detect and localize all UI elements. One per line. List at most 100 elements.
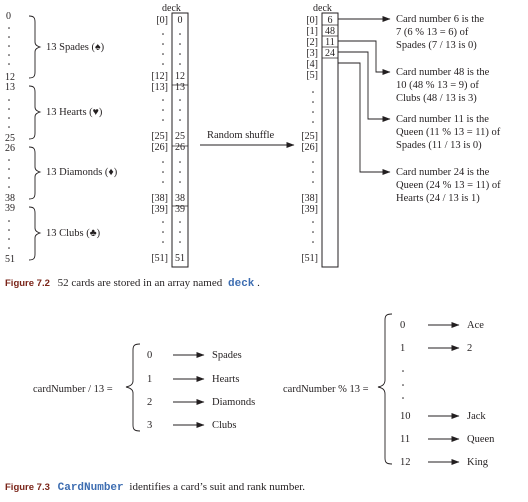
left-index-39: 39 (5, 203, 15, 214)
note-card-6-line-1: Card number 6 is the (396, 14, 484, 25)
figure-7-3-caption-label: Figure 7.3 (5, 482, 50, 493)
left-index-38: 38 (5, 193, 15, 204)
suit-expression: cardNumber / 13 = (33, 384, 113, 395)
suit-name-0: Spades (212, 350, 242, 361)
shuffled-index-5: [5] (306, 70, 318, 81)
rank-mapping: 0 Ace 1 2 10 Jack 11 Queen 12 King (400, 320, 495, 468)
rank-name-12: King (467, 457, 489, 468)
rank-number-10: 10 (400, 411, 411, 422)
figure-7-2-caption: Figure 7.2 52 cards are stored in an arr… (5, 277, 260, 290)
brace-spades (28, 15, 42, 79)
deck-array-box (171, 12, 189, 268)
note-card-24-line-1: Card number 24 is the (396, 167, 490, 178)
group-diamonds: 13 Diamonds (♦) (46, 167, 118, 178)
suit-brace (125, 343, 141, 432)
shuffled-index-25: [25] (301, 131, 318, 142)
left-index-51: 51 (5, 254, 15, 265)
rank-brace (377, 313, 393, 465)
suit-number-1: 1 (147, 374, 152, 385)
figure-7-2-caption-code: deck (228, 278, 255, 290)
suit-number-3: 3 (147, 420, 152, 431)
shuffled-index-38: [38] (301, 193, 318, 204)
deck-value-0: 0 (178, 15, 183, 26)
deck-value-13: 13 (175, 82, 185, 93)
rank-ellipsis-dots (402, 370, 404, 399)
note-card-6-line-3: Spades (7 / 13 is 0) (396, 40, 477, 51)
note-card-11-line-2: Queen (11 % 13 = 11) of (396, 127, 501, 138)
deck-index-12: [12] (151, 71, 168, 82)
shuffled-value-2: 11 (325, 37, 335, 48)
shuffled-deck-label: deck (313, 3, 332, 14)
deck-ellipsis-dots (162, 33, 181, 243)
group-spades: 13 Spades (♠) (46, 42, 105, 53)
shuffled-index-4: [4] (306, 59, 318, 70)
explanation-notes: Card number 6 is the 7 (6 % 13 = 6) of S… (396, 14, 501, 204)
deck-value-39: 39 (175, 204, 185, 215)
deck-value-26: 26 (175, 142, 185, 153)
note-card-6-line-2: 7 (6 % 13 = 6) of (396, 27, 469, 38)
left-index-13: 13 (5, 82, 15, 93)
deck-value-51: 51 (175, 253, 185, 264)
rank-name-1: 2 (467, 343, 472, 354)
shuffled-index-51: [51] (301, 253, 318, 264)
brace-clubs (28, 206, 42, 261)
rank-expression: cardNumber % 13 = (283, 384, 369, 395)
suit-braces (28, 15, 42, 261)
deck-value-12: 12 (175, 71, 185, 82)
left-index-column: 0 12 13 25 26 38 39 51 (5, 11, 15, 265)
shuffled-index-39: [39] (301, 204, 318, 215)
figure-7-3-caption-text: identifies a card’s suit and rank number… (129, 481, 305, 493)
suit-name-3: Clubs (212, 420, 237, 431)
deck-value-25: 25 (175, 131, 185, 142)
rank-name-11: Queen (467, 434, 495, 445)
shuffled-ellipsis-dots (312, 91, 314, 243)
shuffled-array-box (321, 12, 339, 268)
shuffled-deck-array: deck [0] [1] [2] [3] [4] [5] [25] [26] [… (301, 3, 339, 268)
figure-7-3-caption: Figure 7.3 CardNumber identifies a card’… (5, 481, 305, 494)
figure-7-2-caption-text: 52 cards are stored in an array named (58, 277, 223, 289)
shuffled-value-0: 6 (328, 15, 333, 26)
shuffled-index-2: [2] (306, 37, 318, 48)
note-card-24-line-2: Queen (24 % 13 = 11) of (396, 180, 501, 191)
deck-array: deck [0] 0 [12] 12 [13] 13 [25] 25 [26] … (151, 3, 189, 268)
figure-7-2: 0 12 13 25 26 38 39 51 13 Spades (♠) 13 … (5, 3, 501, 290)
rank-name-10: Jack (467, 411, 486, 422)
shuffled-index-0: [0] (306, 15, 318, 26)
shuffled-value-1: 48 (325, 26, 335, 37)
note-card-11-line-1: Card number 11 is the (396, 114, 489, 125)
deck-index-38: [38] (151, 193, 168, 204)
rank-number-1: 1 (400, 343, 405, 354)
note-card-24-line-3: Hearts (24 / 13 is 1) (396, 193, 480, 204)
rank-number-11: 11 (400, 434, 410, 445)
note-card-48-line-3: Clubs (48 / 13 is 3) (396, 93, 477, 104)
explanation-arrows (338, 16, 391, 175)
deck-index-0: [0] (156, 15, 168, 26)
left-index-12: 12 (5, 72, 15, 83)
note-card-11-line-3: Spades (11 / 13 is 0) (396, 140, 482, 151)
shuffled-index-1: [1] (306, 26, 318, 37)
suit-name-1: Hearts (212, 374, 239, 385)
note-card-48-line-1: Card number 48 is the (396, 67, 490, 78)
deck-value-38: 38 (175, 193, 185, 204)
suit-name-2: Diamonds (212, 397, 255, 408)
deck-index-51: [51] (151, 253, 168, 264)
shuffle-label: Random shuffle (207, 130, 275, 141)
deck-index-26: [26] (151, 142, 168, 153)
left-index-25: 25 (5, 133, 15, 144)
suit-mapping: 0 Spades 1 Hearts 2 Diamonds 3 Clubs (147, 350, 255, 431)
rank-name-0: Ace (467, 320, 484, 331)
figure-7-2-caption-label: Figure 7.2 (5, 278, 50, 289)
shuffled-value-3: 24 (325, 48, 335, 59)
figure-7-2-caption-end: . (257, 277, 260, 289)
suit-labels: 13 Spades (♠) 13 Hearts (♥) 13 Diamonds … (46, 42, 118, 239)
brace-diamonds (28, 146, 42, 200)
suit-number-2: 2 (147, 397, 152, 408)
deck-index-25: [25] (151, 131, 168, 142)
arrow-card-24 (338, 62, 391, 175)
group-clubs: 13 Clubs (♣) (46, 228, 101, 239)
left-index-26: 26 (5, 143, 15, 154)
figure-7-3-caption-code: CardNumber (58, 482, 124, 494)
arrow-card-48 (338, 40, 391, 75)
shuffled-index-3: [3] (306, 48, 318, 59)
